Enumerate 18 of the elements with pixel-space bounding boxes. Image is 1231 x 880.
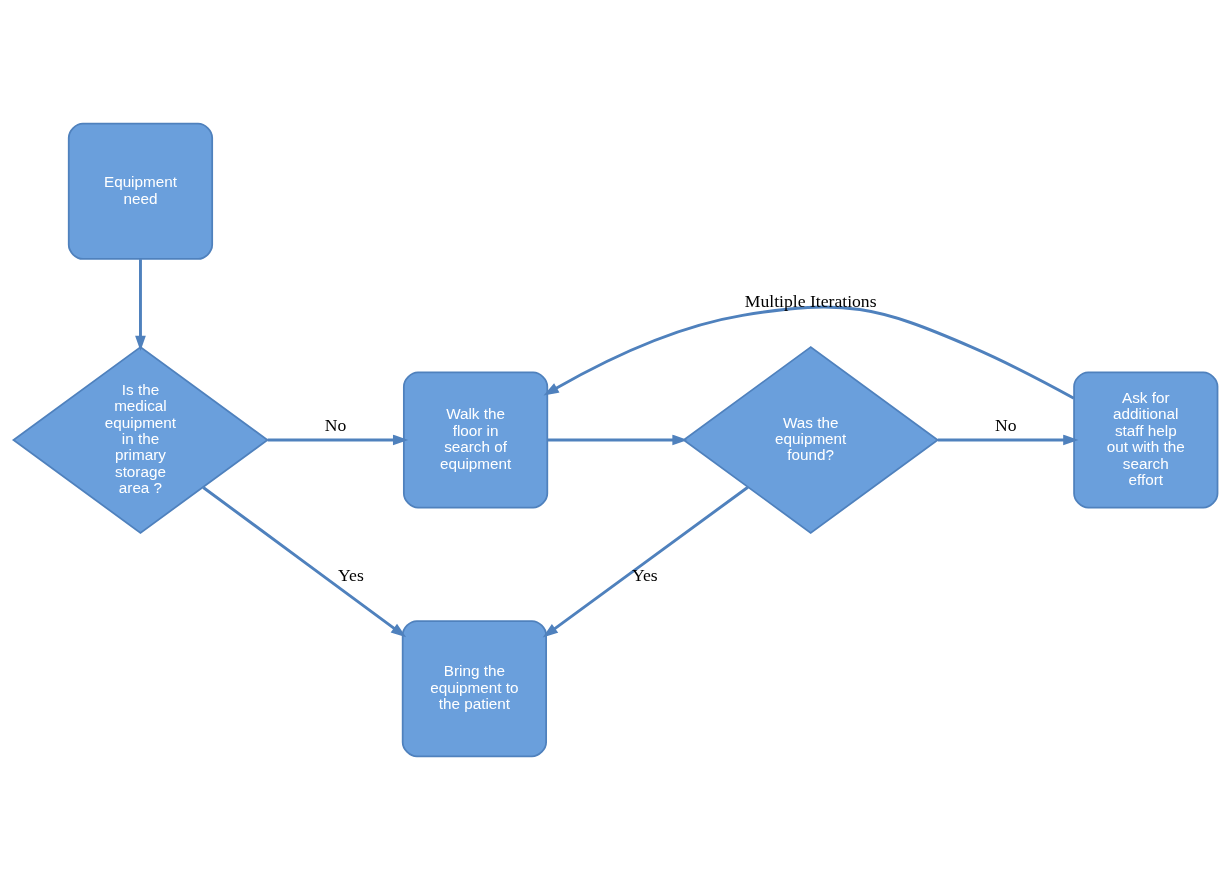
arrow: [542, 486, 749, 638]
node-box: Equipment need: [67, 122, 214, 260]
edge-label: Multiple Iterations: [744, 291, 877, 312]
node-diamond: Is the medical equipment in the primary storage area ?: [12, 346, 269, 534]
node-box: Walk the floor in search of equipment: [402, 371, 549, 509]
edge-label: No: [995, 414, 1017, 435]
arrow: [547, 434, 688, 446]
arrow: [543, 305, 1075, 400]
arrow: [202, 486, 407, 638]
node-box: Ask for additional staff help out with the search effort: [1073, 371, 1219, 509]
node-diamond: Was the equipment found?: [682, 346, 940, 534]
arrow: [267, 434, 409, 446]
node-box: Bring the equipment to the patient: [401, 620, 547, 758]
arrow: [937, 434, 1079, 446]
edge-label: Yes: [338, 565, 364, 586]
edge-label: Yes: [632, 565, 658, 586]
edge-label: No: [324, 414, 347, 435]
arrow: [135, 259, 146, 352]
